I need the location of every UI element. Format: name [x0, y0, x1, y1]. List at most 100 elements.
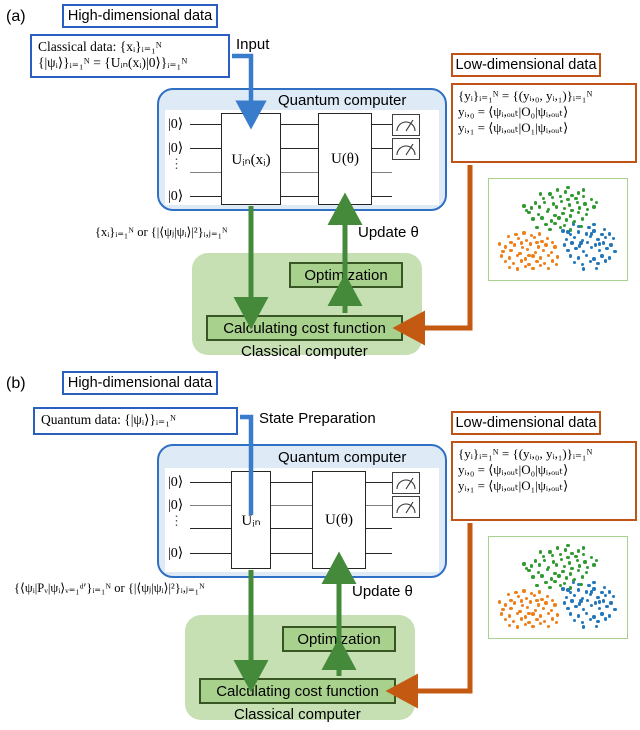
scatter-point: [515, 267, 520, 271]
qubit-ket-label: |0⟩: [168, 546, 184, 561]
gate-u-theta: U(θ): [318, 113, 372, 205]
scatter-point: [524, 208, 529, 213]
panel-b-feedback-formula: {⟨ψᵢ|Pᵥ|ψᵢ⟩ᵥ₌₁ᵈ′}ᵢ₌₁ᴺ or {|⟨ψⱼ|ψᵢ⟩|²}ᵢ,ⱼ…: [14, 581, 205, 595]
scatter-point: [579, 582, 583, 587]
scatter-point: [520, 246, 525, 250]
scatter-point: [528, 242, 533, 246]
panel-b-scatter-plot: [488, 536, 628, 639]
panel-b: (b) High-dimensional data Quantum data: …: [0, 365, 640, 730]
scatter-point: [540, 216, 544, 220]
scatter-point: [578, 602, 582, 606]
scatter-point: [569, 214, 573, 218]
scatter-point: [600, 254, 604, 258]
scatter-point: [602, 585, 607, 589]
scatter-point: [537, 590, 542, 594]
circuit-wire: [190, 172, 392, 173]
scatter-point: [580, 575, 585, 579]
panel-b-update-label: Update θ: [352, 583, 413, 600]
scatter-point: [576, 588, 581, 592]
scatter-point: [518, 609, 522, 614]
panel-b-cost-function-box[interactable]: Calculating cost function: [199, 678, 396, 704]
scatter-point: [592, 563, 596, 567]
circuit-wire: [190, 482, 420, 483]
scatter-point: [541, 554, 546, 559]
scatter-point: [550, 598, 555, 602]
scatter-point: [543, 261, 547, 266]
scatter-point: [531, 612, 535, 616]
scatter-point: [504, 603, 508, 607]
scatter-point: [535, 583, 539, 588]
panel-b-quantum-computer-title: Quantum computer: [278, 449, 407, 466]
scatter-point: [537, 232, 542, 236]
scatter-point: [514, 591, 518, 595]
scatter-point: [553, 221, 557, 226]
scatter-point: [588, 592, 592, 597]
scatter-point: [570, 208, 574, 213]
panel-b-classical-computer-title: Classical computer: [234, 706, 361, 723]
scatter-point: [565, 218, 569, 222]
scatter-point: [596, 237, 600, 242]
panel-a-input-data-line2: {|ψᵢ⟩}ᵢ₌₁ᴺ = {Uᵢₙ(xᵢ)|0⟩}ᵢ₌₁ᴺ: [38, 55, 188, 70]
scatter-point: [524, 238, 529, 243]
scatter-point: [595, 624, 599, 628]
qubit-ket-label: |0⟩: [168, 141, 184, 156]
scatter-point: [550, 617, 555, 621]
scatter-point: [600, 612, 604, 616]
scatter-point: [580, 596, 585, 601]
panel-b-optimization-box[interactable]: Optimization: [282, 626, 396, 652]
panel-a-optimization-box[interactable]: Optimization: [289, 262, 403, 288]
scatter-point: [528, 600, 533, 604]
panel-b-low-dimensional-data-label: Low-dimensional data: [451, 411, 601, 435]
scatter-point: [527, 253, 531, 257]
scatter-point: [571, 580, 575, 585]
panel-a-tag: (a): [6, 8, 26, 25]
scatter-point: [566, 555, 570, 560]
panel-a-output-data-box: {yᵢ}ᵢ₌₁ᴺ = {(yᵢ,₀, yᵢ,₁)}ᵢ₌₁ᴺ yᵢ,₀ = ⟨ψᵢ…: [451, 83, 637, 163]
scatter-point: [613, 249, 617, 254]
scatter-point: [588, 618, 592, 622]
scatter-point: [506, 592, 510, 597]
scatter-point: [527, 568, 531, 573]
scatter-point: [592, 257, 596, 261]
panel-a-low-dimensional-data-label: Low-dimensional data: [451, 53, 601, 77]
panel-a-update-label: Update θ: [358, 224, 419, 241]
scatter-point: [583, 202, 587, 206]
scatter-point: [571, 220, 575, 225]
scatter-point: [544, 243, 548, 247]
scatter-point: [569, 254, 573, 258]
scatter-point: [571, 222, 575, 227]
panel-a-quantum-computer-title: Quantum computer: [278, 92, 407, 109]
scatter-point: [576, 614, 581, 618]
scatter-point: [519, 259, 523, 263]
scatter-point: [558, 225, 562, 230]
scatter-point: [584, 212, 588, 216]
scatter-point: [579, 599, 583, 603]
scatter-point: [517, 594, 521, 599]
scatter-point: [546, 565, 551, 570]
scatter-point: [604, 593, 608, 598]
scatter-point: [544, 222, 548, 227]
scatter-point: [585, 598, 590, 602]
scatter-point: [515, 611, 520, 615]
scatter-point: [604, 235, 608, 240]
panel-a-input-label: Input: [236, 36, 270, 53]
panel-a-classical-computer-title: Classical computer: [241, 343, 368, 360]
panel-b-output-data-box: {yᵢ}ᵢ₌₁ᴺ = {(yᵢ,₀, yᵢ,₁)}ᵢ₌₁ᴺ yᵢ,₀ = ⟨ψᵢ…: [451, 441, 637, 521]
scatter-point: [608, 590, 612, 594]
qubit-ket-label: |0⟩: [168, 117, 184, 132]
scatter-point: [561, 211, 565, 216]
scatter-point: [531, 254, 535, 258]
panel-b-input-label: State Preparation: [259, 410, 376, 427]
panel-a-cost-function-box[interactable]: Calculating cost function: [206, 315, 403, 341]
scatter-point: [546, 266, 551, 270]
scatter-point: [554, 262, 559, 267]
scatter-point: [588, 234, 592, 239]
panel-a-output-line1: {yᵢ}ᵢ₌₁ᴺ = {(yᵢ,₀, yᵢ,₁)}ᵢ₌₁ᴺ: [458, 88, 593, 103]
circuit-wire: [190, 124, 420, 125]
gate-u-in: Uᵢₙ(xᵢ): [221, 113, 281, 205]
scatter-point: [497, 242, 501, 246]
scatter-point: [532, 593, 536, 598]
scatter-point: [570, 599, 574, 603]
scatter-point: [561, 229, 565, 233]
scatter-point: [557, 216, 561, 220]
